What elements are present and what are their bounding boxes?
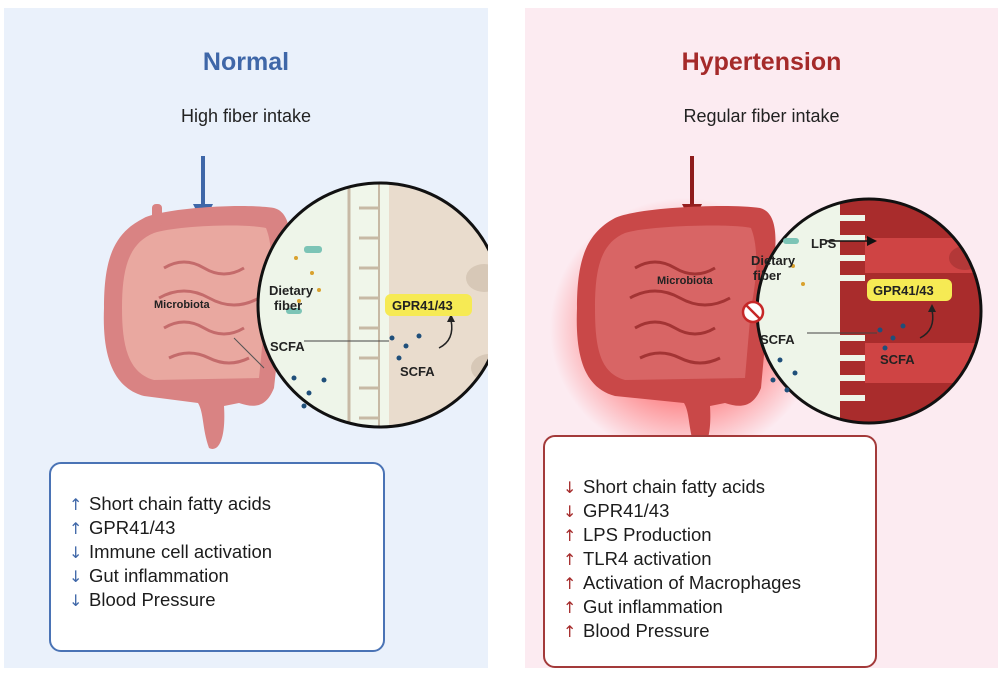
scfa-label-receptor: SCFA bbox=[400, 364, 435, 379]
intestine-icon: Microbiota bbox=[103, 204, 291, 449]
gpr41-43-badge: GPR41/43 bbox=[873, 283, 934, 298]
hypertension-effects-box: ↓Short chain fatty acids ↓GPR41/43 ↑LPS … bbox=[543, 435, 877, 668]
up-arrow-icon: ↑ bbox=[563, 622, 577, 641]
microbiota-label: Microbiota bbox=[154, 299, 210, 311]
inflamed-intestine-icon: Microbiota bbox=[550, 198, 820, 438]
effect-item: ↓Immune cell activation bbox=[69, 541, 273, 562]
up-arrow-icon: ↑ bbox=[563, 574, 577, 593]
scfa-label: SCFA bbox=[270, 339, 305, 354]
high-fiber-intake-label: High fiber intake bbox=[180, 106, 312, 126]
up-arrow-icon: ↑ bbox=[563, 598, 577, 617]
down-arrow-icon: ↓ bbox=[69, 543, 83, 562]
effect-item: ↑Blood Pressure bbox=[563, 620, 710, 641]
scfa-label-receptor: SCFA bbox=[880, 352, 915, 367]
effect-item: ↓Gut inflammation bbox=[69, 565, 229, 586]
dietary-fiber-label-line2: fiber bbox=[274, 298, 302, 313]
hypertension-title: Hypertension bbox=[681, 48, 842, 76]
microbiota-label: Microbiota bbox=[657, 275, 713, 287]
scfa-label: SCFA bbox=[760, 332, 795, 347]
lps-label: LPS bbox=[811, 236, 837, 251]
blocked-icon bbox=[741, 300, 765, 324]
normal-panel: Normal High fiber intake Microbiota bbox=[4, 8, 488, 668]
down-arrow-icon: ↓ bbox=[563, 502, 577, 521]
effect-item: ↑LPS Production bbox=[563, 524, 712, 545]
hypertension-gut-illustration: Microbiota LPS bbox=[550, 156, 983, 438]
normal-gut-illustration: Microbiota bbox=[103, 156, 488, 449]
normal-effects-box: ↑Short chain fatty acids ↑GPR41/43 ↓Immu… bbox=[49, 462, 385, 652]
effect-item: ↑TLR4 activation bbox=[563, 548, 712, 569]
effect-item: ↓Short chain fatty acids bbox=[563, 476, 766, 497]
gpr41-43-badge: GPR41/43 bbox=[392, 298, 453, 313]
hypertension-panel: Hypertension Regular fiber intake Microb… bbox=[525, 8, 998, 668]
effect-item: ↑Short chain fatty acids bbox=[69, 493, 272, 514]
effect-item: ↑Gut inflammation bbox=[563, 596, 723, 617]
normal-title: Normal bbox=[202, 48, 290, 76]
up-arrow-icon: ↑ bbox=[563, 526, 577, 545]
effect-item: ↑GPR41/43 bbox=[69, 517, 176, 538]
up-arrow-icon: ↑ bbox=[69, 495, 83, 514]
effect-item: ↑Activation of Macrophages bbox=[563, 572, 802, 593]
effect-item: ↓Blood Pressure bbox=[69, 589, 216, 610]
dietary-fiber-label-line2: fiber bbox=[753, 268, 781, 283]
up-arrow-icon: ↑ bbox=[563, 550, 577, 569]
magnified-gut-wall: Dietary fiber SCFA SCFA GPR41/43 bbox=[233, 181, 488, 429]
up-arrow-icon: ↑ bbox=[69, 519, 83, 538]
dietary-fiber-label: Dietary bbox=[751, 253, 796, 268]
regular-fiber-intake-label: Regular fiber intake bbox=[683, 106, 840, 126]
down-arrow-icon: ↓ bbox=[563, 478, 577, 497]
dietary-fiber-label: Dietary bbox=[269, 283, 314, 298]
down-arrow-icon: ↓ bbox=[69, 567, 83, 586]
effect-item: ↓GPR41/43 bbox=[563, 500, 670, 521]
down-arrow-icon: ↓ bbox=[69, 591, 83, 610]
